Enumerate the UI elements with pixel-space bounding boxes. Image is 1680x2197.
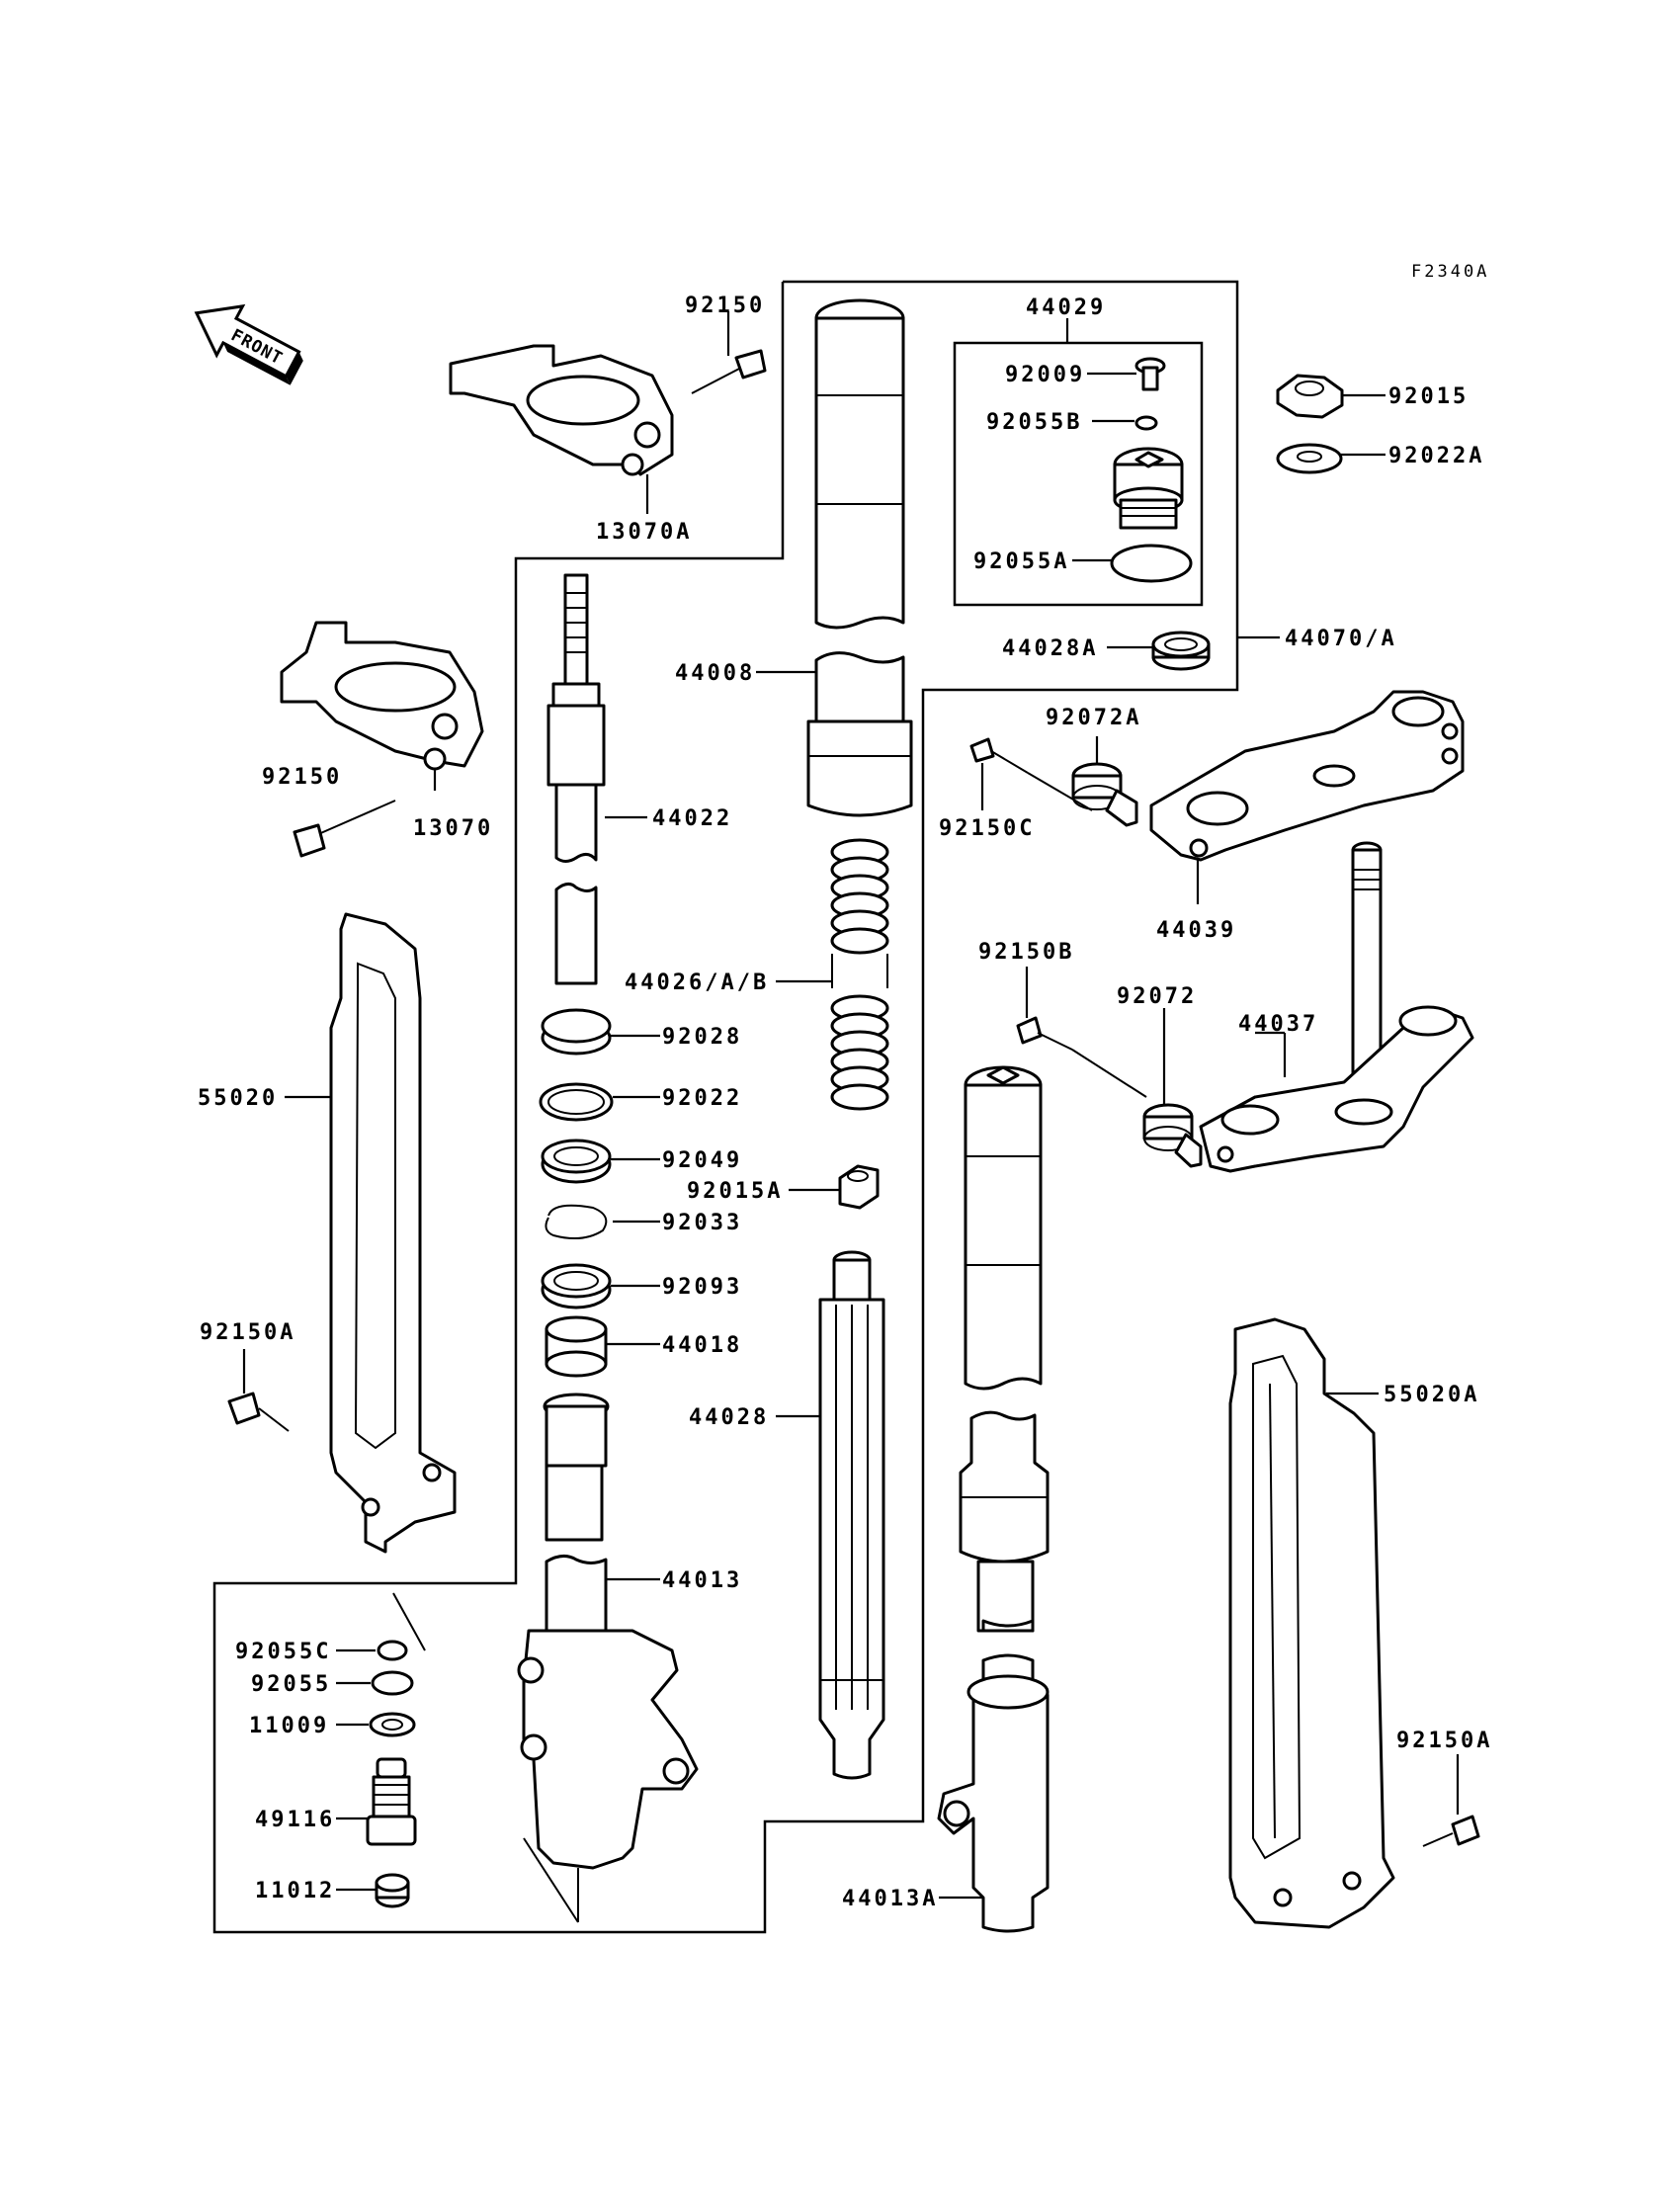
label-13070A: 13070A (596, 520, 692, 545)
label-92015: 92015 (1388, 384, 1469, 409)
label-92055B: 92055B (986, 410, 1082, 435)
circlip-92033-part (545, 1204, 608, 1240)
damper-rod-44028-part (818, 1250, 885, 1780)
inner-tube-44008-part (806, 298, 913, 817)
label-92022A: 92022A (1388, 444, 1484, 468)
nut-92015A-part (838, 1164, 880, 1210)
oring-92055A-part (1110, 544, 1193, 583)
label-92055C: 92055C (235, 1640, 331, 1664)
label-55020: 55020 (198, 1086, 278, 1111)
bolt-92150A-left-part (227, 1392, 290, 1432)
label-44013: 44013 (662, 1568, 742, 1593)
bolt-92150-part (293, 800, 396, 858)
label-44070: 44070/A (1285, 627, 1397, 651)
front-arrow-icon: FRONT (194, 303, 303, 385)
drain-bolt-49116-part (366, 1757, 417, 1846)
screw-92009-part (1134, 357, 1166, 391)
nut-92015-part (1276, 374, 1344, 419)
bushing-92028-part (541, 1008, 612, 1056)
label-44039: 44039 (1156, 918, 1236, 943)
label-92150-top: 92150 (685, 294, 765, 318)
label-92072A: 92072A (1046, 706, 1141, 730)
oring-92055C-part (377, 1640, 408, 1661)
label-92150B: 92150B (978, 940, 1074, 965)
label-92150C: 92150C (939, 816, 1035, 841)
label-11009: 11009 (249, 1714, 329, 1738)
label-55020A: 55020A (1384, 1383, 1479, 1407)
label-44028A: 44028A (1002, 636, 1098, 661)
label-49116: 49116 (255, 1808, 335, 1832)
label-92150A-left: 92150A (200, 1320, 295, 1345)
cap-bolt-part (1113, 447, 1184, 530)
fork-guard-55020-part (329, 912, 457, 1554)
fork-guard-55020A-part (1228, 1317, 1395, 1929)
cap-44028A-part (1151, 631, 1211, 671)
bolt-92150A-right-part (1422, 1815, 1480, 1847)
washer-92022A-part (1276, 443, 1343, 474)
label-44029: 44029 (1026, 296, 1106, 320)
label-92072: 92072 (1117, 984, 1197, 1009)
label-92028: 92028 (662, 1025, 742, 1050)
clamp-13070-part (280, 621, 484, 771)
label-92033: 92033 (662, 1211, 742, 1235)
dust-seal-92093-part (541, 1263, 612, 1310)
triple-clamp-44039-part (1149, 690, 1465, 862)
washer-11009-part (369, 1712, 416, 1737)
label-44022: 44022 (652, 806, 732, 831)
steering-stem-44037-part (1199, 841, 1474, 1173)
oring-92055B-part (1134, 415, 1158, 431)
fork-group-outline-left (212, 280, 1239, 1934)
cylinder-44022-part (546, 573, 606, 985)
label-44028: 44028 (689, 1405, 769, 1430)
bolt-92150C-part (969, 737, 1093, 811)
clamp-13070A-part (449, 344, 674, 476)
label-92015A: 92015A (687, 1179, 783, 1204)
bushing-44018-part (545, 1315, 608, 1378)
label-92055A: 92055A (973, 549, 1069, 574)
label-44026: 44026/A/B (625, 971, 769, 995)
label-92009: 92009 (1005, 363, 1085, 387)
clamp-92072A-part (1071, 762, 1138, 827)
label-92055: 92055 (251, 1672, 331, 1697)
label-44013A: 44013A (842, 1887, 938, 1911)
label-92049: 92049 (662, 1148, 742, 1173)
outer-tube-44013-part (517, 1393, 699, 1870)
label-92150A-right: 92150A (1396, 1729, 1492, 1753)
label-92093: 92093 (662, 1275, 742, 1300)
outer-tube-44013A-part (937, 1065, 1050, 1933)
diagram-code: F2340A (1411, 262, 1489, 282)
label-11012: 11012 (255, 1879, 335, 1903)
washer-11012-part (375, 1873, 410, 1908)
clamp-92072-part (1142, 1103, 1203, 1168)
bolt-92150-top-part (691, 349, 767, 394)
label-13070: 13070 (413, 816, 493, 841)
label-44008: 44008 (675, 661, 755, 686)
oring-92055-part (371, 1670, 414, 1696)
bolt-92150B-part (1016, 1016, 1147, 1098)
cap-bolt-assembly-box (953, 341, 1204, 607)
label-92150: 92150 (262, 765, 342, 790)
washer-92022-part (539, 1082, 614, 1122)
label-92022: 92022 (662, 1086, 742, 1111)
label-44018: 44018 (662, 1333, 742, 1358)
label-44037: 44037 (1238, 1012, 1318, 1037)
spring-44026-part (830, 838, 889, 1111)
oil-seal-92049-part (541, 1139, 612, 1184)
